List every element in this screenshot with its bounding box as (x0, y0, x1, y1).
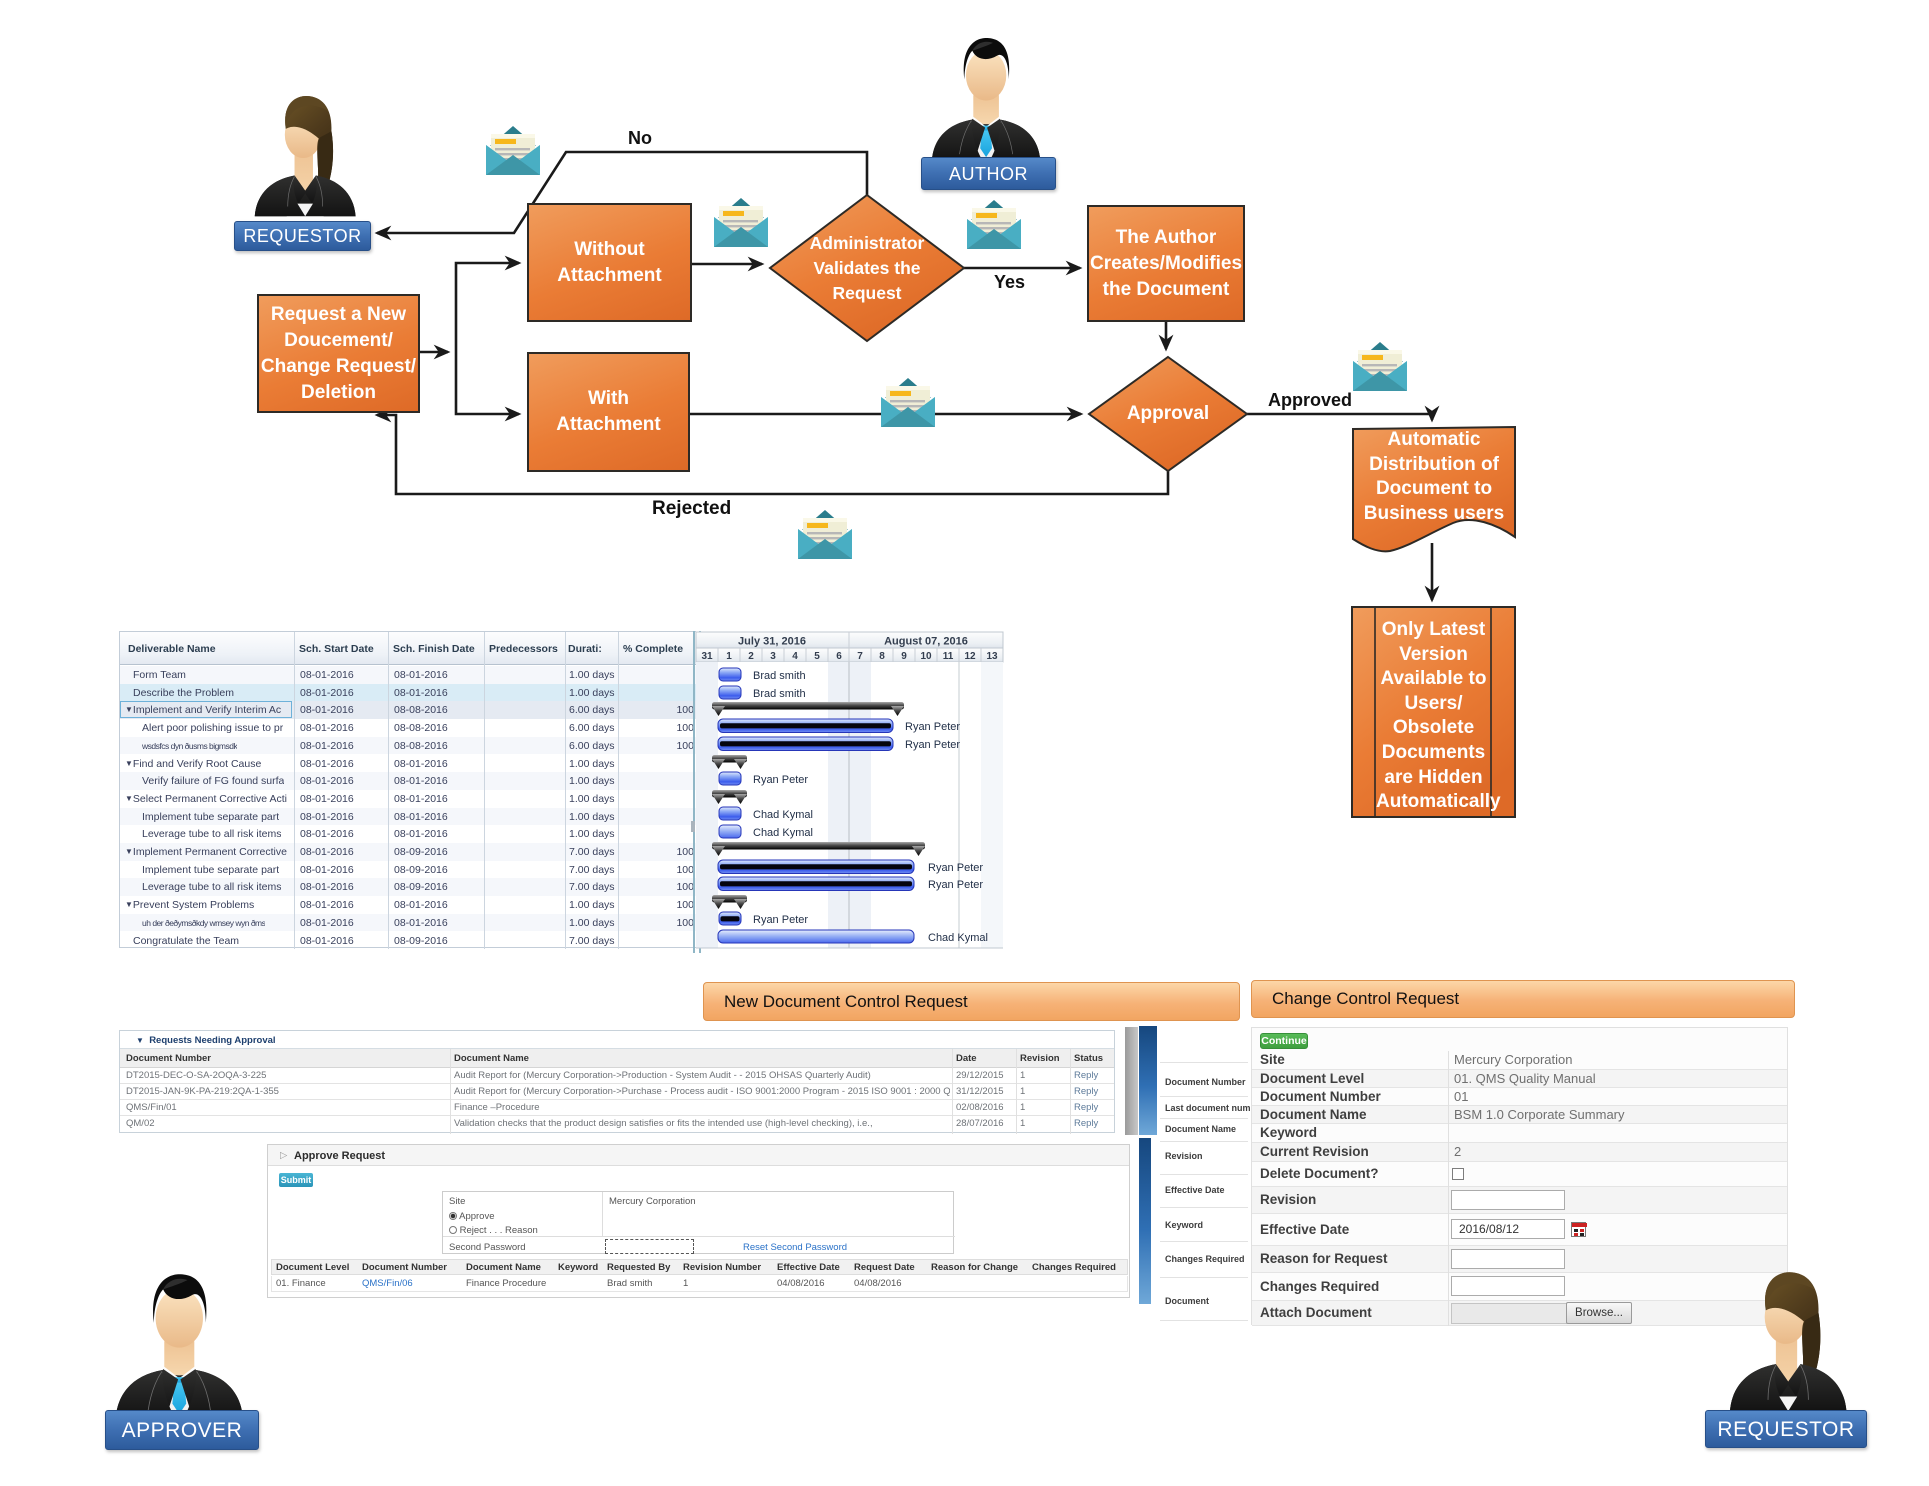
svg-text:12: 12 (964, 651, 976, 662)
svg-text:5: 5 (814, 651, 820, 662)
svg-text:1: 1 (726, 651, 732, 662)
svg-text:6: 6 (836, 651, 842, 662)
svg-text:Ryan Peter: Ryan Peter (928, 879, 983, 891)
svg-text:Ryan Peter: Ryan Peter (928, 862, 983, 874)
svg-text:Chad Kymal: Chad Kymal (753, 809, 813, 821)
svg-text:13: 13 (986, 651, 998, 662)
svg-text:Ryan Peter: Ryan Peter (905, 721, 960, 733)
svg-text:31: 31 (701, 651, 713, 662)
svg-text:11: 11 (943, 651, 954, 662)
svg-text:Ryan Peter: Ryan Peter (905, 739, 960, 751)
svg-text:9: 9 (901, 651, 907, 662)
svg-text:Chad Kymal: Chad Kymal (753, 827, 813, 839)
svg-text:Brad smith: Brad smith (753, 688, 806, 700)
svg-text:Brad smith: Brad smith (753, 670, 806, 682)
svg-text:10: 10 (920, 651, 932, 662)
svg-text:2: 2 (748, 651, 754, 662)
svg-text:August 07, 2016: August 07, 2016 (884, 636, 968, 648)
svg-text:8: 8 (879, 651, 885, 662)
svg-text:4: 4 (792, 651, 798, 662)
svg-text:7: 7 (857, 651, 863, 662)
svg-text:Ryan Peter: Ryan Peter (753, 774, 808, 786)
svg-text:3: 3 (770, 651, 776, 662)
svg-text:July 31, 2016: July 31, 2016 (738, 636, 806, 648)
svg-text:Chad Kymal: Chad Kymal (928, 932, 988, 944)
svg-text:Ryan Peter: Ryan Peter (753, 914, 808, 926)
